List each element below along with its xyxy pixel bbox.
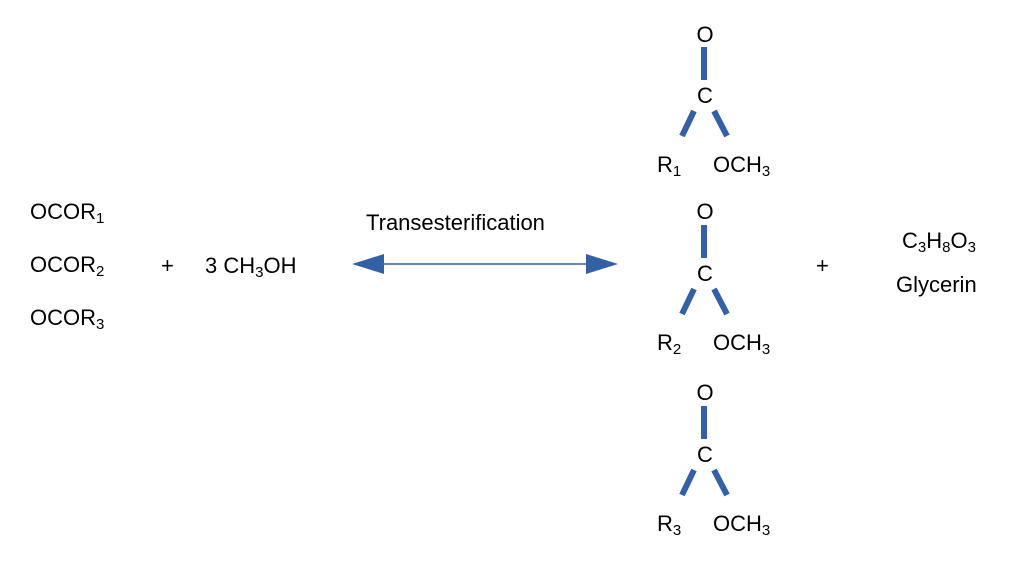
ester-3-carbon: C — [697, 442, 713, 467]
triglyceride-line-3: OCOR3 — [30, 305, 105, 333]
methanol: 3 CH3OH — [205, 253, 297, 281]
ester-3-methoxy: OCH3 — [713, 511, 771, 539]
ester-3-r-group: R3 — [657, 511, 682, 539]
ester-2-oxygen: O — [696, 199, 714, 224]
triglyceride-line-1: OCOR1 — [30, 199, 105, 227]
bond-och3 — [711, 468, 730, 497]
glycerin-formula: C3H8O3 — [902, 228, 976, 256]
arrow-head-right — [586, 254, 618, 274]
ester-1-r-group: R1 — [657, 152, 682, 180]
bond-r — [679, 468, 697, 497]
ester-2-methoxy: OCH3 — [713, 330, 771, 358]
ester-2-bonds — [679, 225, 730, 316]
bond-och3 — [711, 287, 730, 316]
bond-och3 — [711, 109, 730, 138]
ester-3-bonds — [679, 406, 730, 497]
ester-3-oxygen: O — [696, 380, 714, 405]
bond-r — [679, 109, 697, 138]
arrow-head-left — [352, 254, 384, 274]
glycerin-name: Glycerin — [896, 272, 977, 297]
ester-2-carbon: C — [697, 261, 713, 286]
triglyceride-line-2: OCOR2 — [30, 252, 105, 280]
equilibrium-arrow — [352, 254, 618, 274]
ester-1-bonds — [679, 47, 730, 138]
ester-1-oxygen: O — [696, 22, 714, 47]
ester-1-methoxy: OCH3 — [713, 152, 771, 180]
ester-2-r-group: R2 — [657, 330, 682, 358]
bond-r — [679, 287, 697, 316]
reaction-label: Transesterification — [366, 210, 545, 235]
plus-sign-products: + — [816, 253, 829, 278]
ester-1-carbon: C — [697, 83, 713, 108]
plus-sign-reactants: + — [161, 253, 174, 278]
